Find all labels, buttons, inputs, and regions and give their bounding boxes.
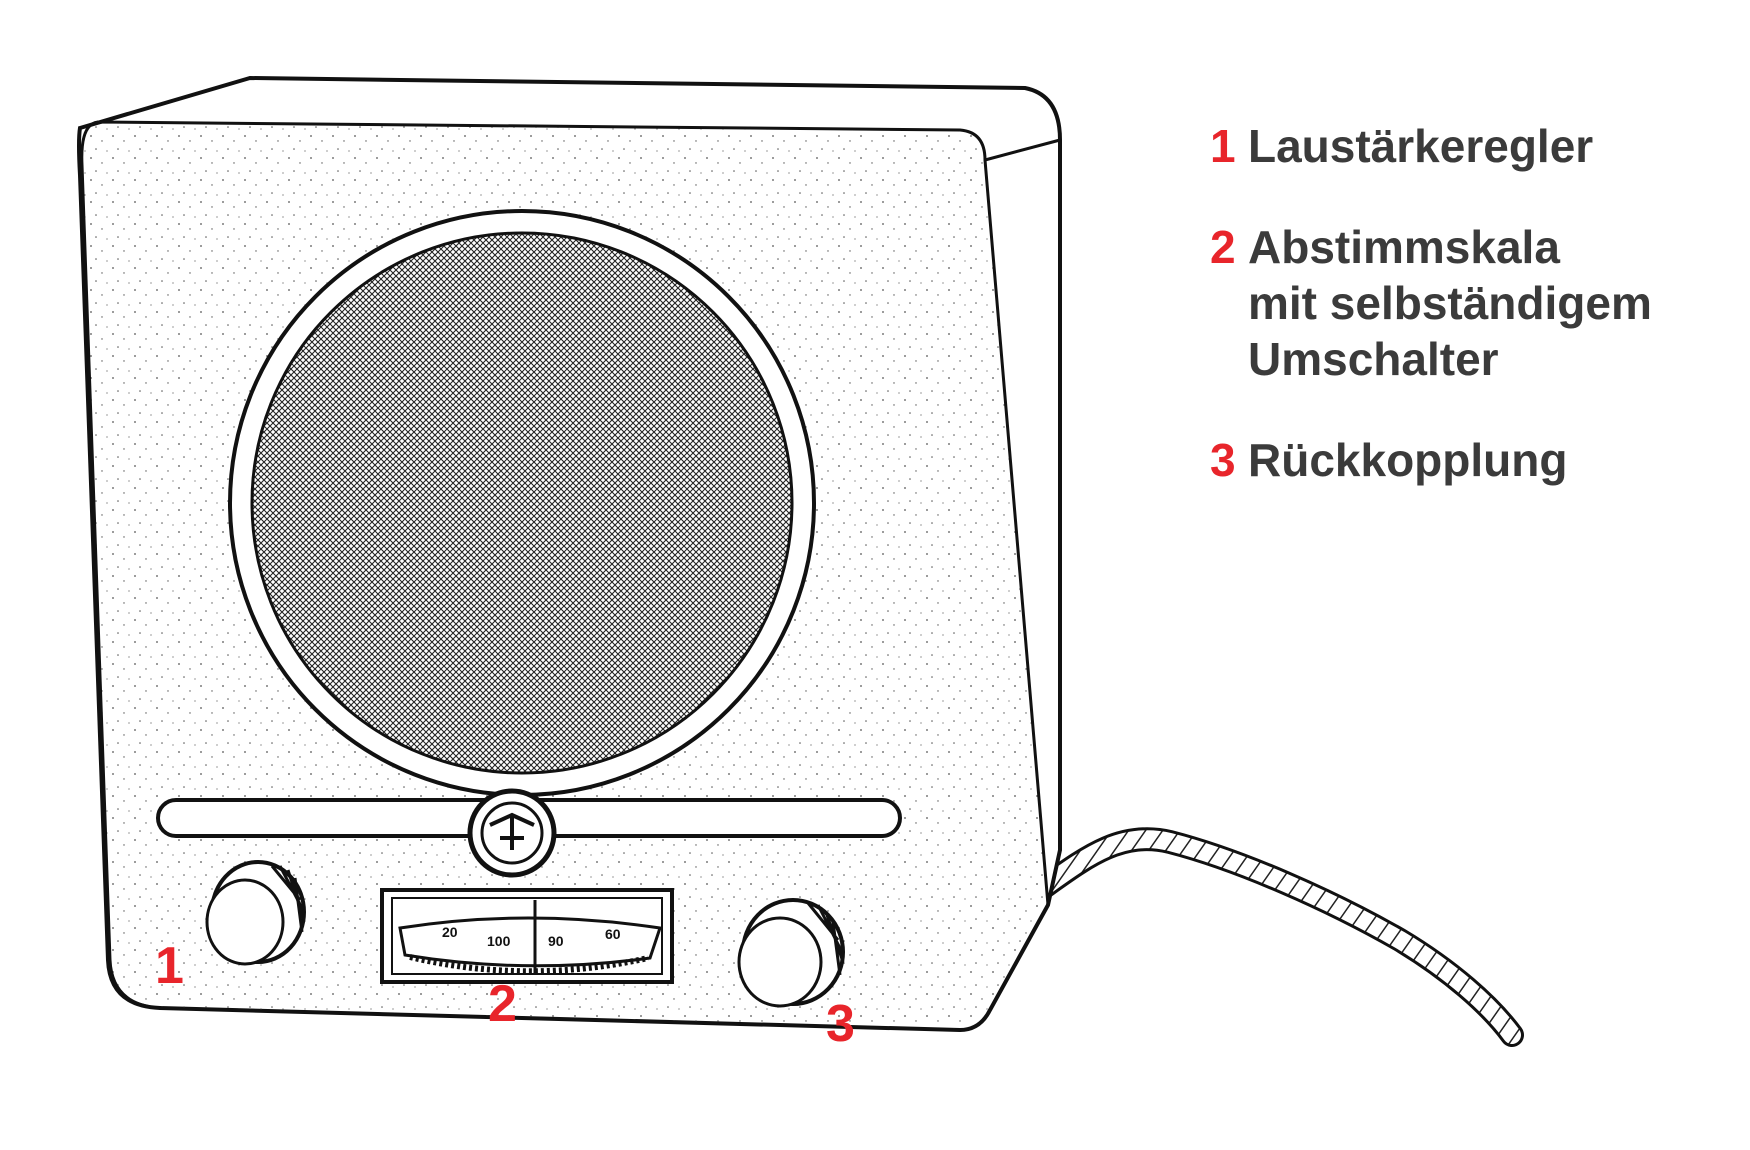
dial-tick-60: 60 <box>605 926 621 942</box>
legend-label: Laustärkeregler <box>1248 120 1594 172</box>
legend-label: Abstimmskala mit selbständigem Umschalte… <box>1248 221 1652 385</box>
callout-marker-3: 3 <box>826 995 855 1053</box>
speaker-grille <box>250 231 794 775</box>
volume-knob <box>205 860 306 966</box>
callout-marker-2: 2 <box>488 975 517 1033</box>
legend-number: 3 <box>1210 434 1236 486</box>
legend-number: 2 <box>1210 221 1236 273</box>
legend-item-1: 1 Laustärkeregler <box>1210 118 1730 174</box>
power-cord <box>1028 827 1524 1047</box>
legend-item-3: 3 Rückkopplung <box>1210 432 1730 488</box>
dial-tick-20: 20 <box>442 924 458 940</box>
legend-label: Rückkopplung <box>1248 434 1568 486</box>
feedback-knob <box>737 898 845 1008</box>
legend: 1 Laustärkeregler 2 Abstimmskala mit sel… <box>1210 118 1730 533</box>
dial-scale <box>398 916 662 968</box>
dial-tick-100: 100 <box>487 933 511 949</box>
callout-marker-1: 1 <box>155 937 184 995</box>
legend-item-2: 2 Abstimmskala mit selbständigem Umschal… <box>1210 219 1730 387</box>
dial-tick-90: 90 <box>548 933 564 949</box>
legend-number: 1 <box>1210 120 1236 172</box>
